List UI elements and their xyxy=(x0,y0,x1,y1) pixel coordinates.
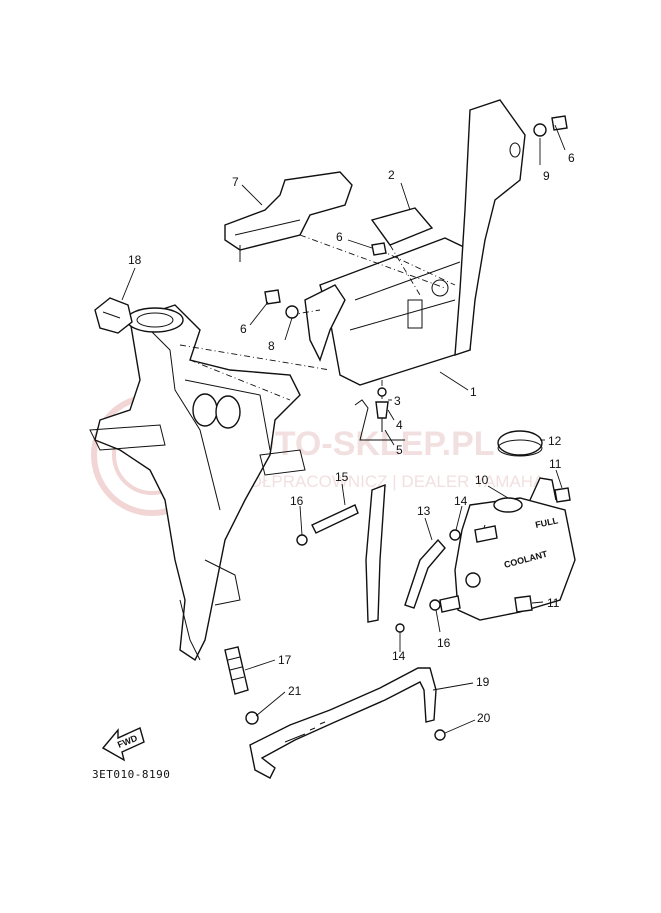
callout-16b: 16 xyxy=(437,636,451,650)
callout-3: 3 xyxy=(394,394,401,408)
clamp-14b xyxy=(395,623,405,633)
bolt-11b xyxy=(514,595,533,613)
callout-2: 2 xyxy=(388,168,395,182)
callout-4: 4 xyxy=(396,418,403,432)
clamp-20 xyxy=(434,729,446,741)
diagram-code: 3ET010-8190 xyxy=(92,768,170,781)
fwd-arrow-icon: FWD xyxy=(101,727,145,762)
hose-19 xyxy=(249,667,437,779)
callout-6a: 6 xyxy=(336,230,343,244)
callout-21: 21 xyxy=(288,684,302,698)
filler-cap-18 xyxy=(94,297,133,334)
side-bracket xyxy=(454,99,526,356)
tank-cap-12 xyxy=(497,430,543,457)
callout-1: 1 xyxy=(470,385,477,399)
callout-10: 10 xyxy=(475,473,489,487)
hose-15 xyxy=(311,483,386,623)
panel-1 xyxy=(304,237,471,386)
bolts xyxy=(264,115,568,319)
tank-full-label: FULL xyxy=(534,515,559,530)
callout-14b: 14 xyxy=(392,649,406,663)
callout-17: 17 xyxy=(278,653,292,667)
callout-16a: 16 xyxy=(290,494,304,508)
leader-lines xyxy=(121,124,566,734)
watermark-tagline: WSPÓŁPRACOWNICZ | DEALER YAMAHA xyxy=(210,472,545,491)
cover-7 xyxy=(224,171,353,262)
callout-15: 15 xyxy=(335,470,349,484)
callout-14a: 14 xyxy=(454,494,468,508)
callout-13: 13 xyxy=(417,504,431,518)
bolt-11a xyxy=(554,487,571,503)
callout-7: 7 xyxy=(232,175,239,189)
clamp-14a xyxy=(449,529,461,541)
coolant-tank-10: FULL COOLANT xyxy=(439,477,576,621)
callout-12: 12 xyxy=(548,434,562,448)
callout-20: 20 xyxy=(477,711,491,725)
assembly-lines xyxy=(179,234,456,410)
callout-8: 8 xyxy=(268,339,275,353)
clamp-16a xyxy=(296,534,308,546)
callout-6c: 6 xyxy=(568,151,575,165)
callout-9: 9 xyxy=(543,169,550,183)
pad-2 xyxy=(370,207,434,246)
callout-5: 5 xyxy=(396,443,403,457)
callout-19: 19 xyxy=(476,675,490,689)
callout-18: 18 xyxy=(128,253,142,267)
callout-11b: 11 xyxy=(547,596,560,610)
callout-6b: 6 xyxy=(240,322,247,336)
frame xyxy=(89,304,306,662)
clamp-16b xyxy=(429,599,441,611)
hose-13 xyxy=(404,538,446,609)
callout-11a: 11 xyxy=(549,457,562,471)
clamp-21 xyxy=(245,711,259,725)
fitting-17 xyxy=(224,646,249,695)
fasteners-3-4-5 xyxy=(354,387,405,441)
